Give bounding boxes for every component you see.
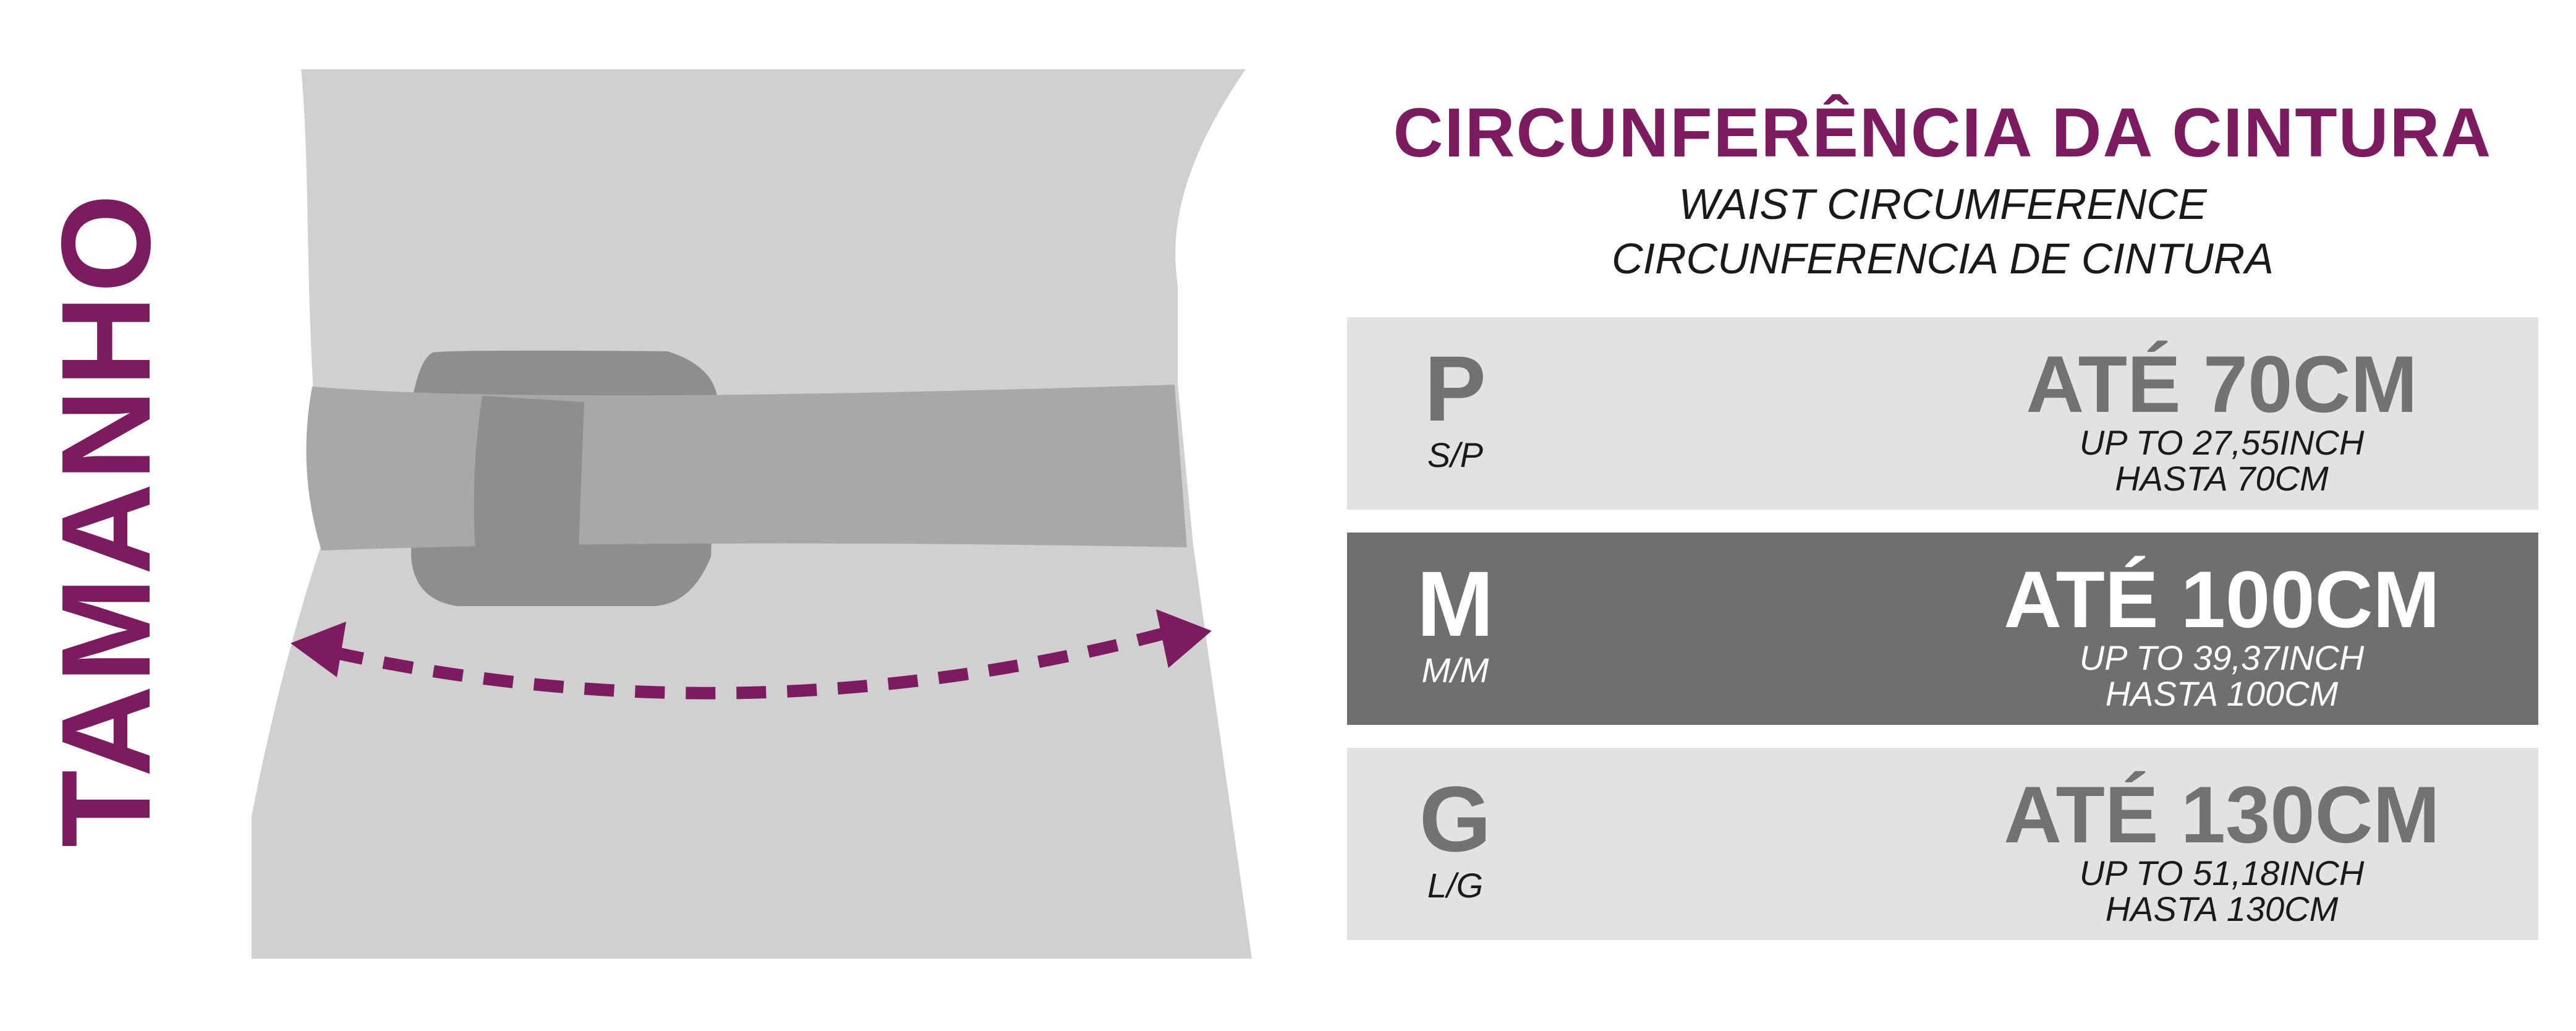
size-alt: S/P bbox=[1427, 435, 1484, 474]
subtitle-english: WAIST CIRCUMFERENCE bbox=[1678, 180, 2207, 228]
size-spanish: HASTA 100CM bbox=[2105, 674, 2339, 713]
size-inch: UP TO 27,55INCH bbox=[2079, 423, 2365, 462]
buckle-loop bbox=[474, 396, 584, 566]
page-title: CIRCUNFERÊNCIA DA CINTURA bbox=[1393, 94, 2493, 171]
size-measure: ATÉ 70CM bbox=[2026, 339, 2418, 429]
size-measure: ATÉ 130CM bbox=[2004, 769, 2440, 860]
size-measure: ATÉ 100CM bbox=[2004, 554, 2440, 644]
size-alt: M/M bbox=[1421, 651, 1489, 690]
size-row-m: M M/M ATÉ 100CM UP TO 39,37INCH HASTA 10… bbox=[1347, 533, 2538, 725]
measure-arrow-line bbox=[332, 628, 1164, 699]
arrow-left-icon bbox=[291, 622, 346, 677]
size-inch: UP TO 51,18INCH bbox=[2079, 853, 2365, 892]
size-inch: UP TO 39,37INCH bbox=[2079, 638, 2365, 677]
size-row-p: P S/P ATÉ 70CM UP TO 27,55INCH HASTA 70C… bbox=[1347, 317, 2538, 510]
arrow-right-icon bbox=[1156, 609, 1212, 668]
size-spanish: HASTA 70CM bbox=[2115, 459, 2329, 498]
size-letter: G bbox=[1419, 767, 1492, 871]
size-row-g: G L/G ATÉ 130CM UP TO 51,18INCH HASTA 13… bbox=[1347, 748, 2538, 940]
waist-illustration bbox=[252, 69, 1252, 959]
size-letter: P bbox=[1424, 336, 1487, 440]
size-letter: M bbox=[1416, 552, 1494, 656]
subtitle-spanish: CIRCUNFERENCIA DE CINTURA bbox=[1612, 234, 2274, 283]
belt-strap bbox=[306, 385, 1187, 550]
size-alt: L/G bbox=[1427, 866, 1484, 905]
size-spanish: HASTA 130CM bbox=[2105, 889, 2339, 928]
